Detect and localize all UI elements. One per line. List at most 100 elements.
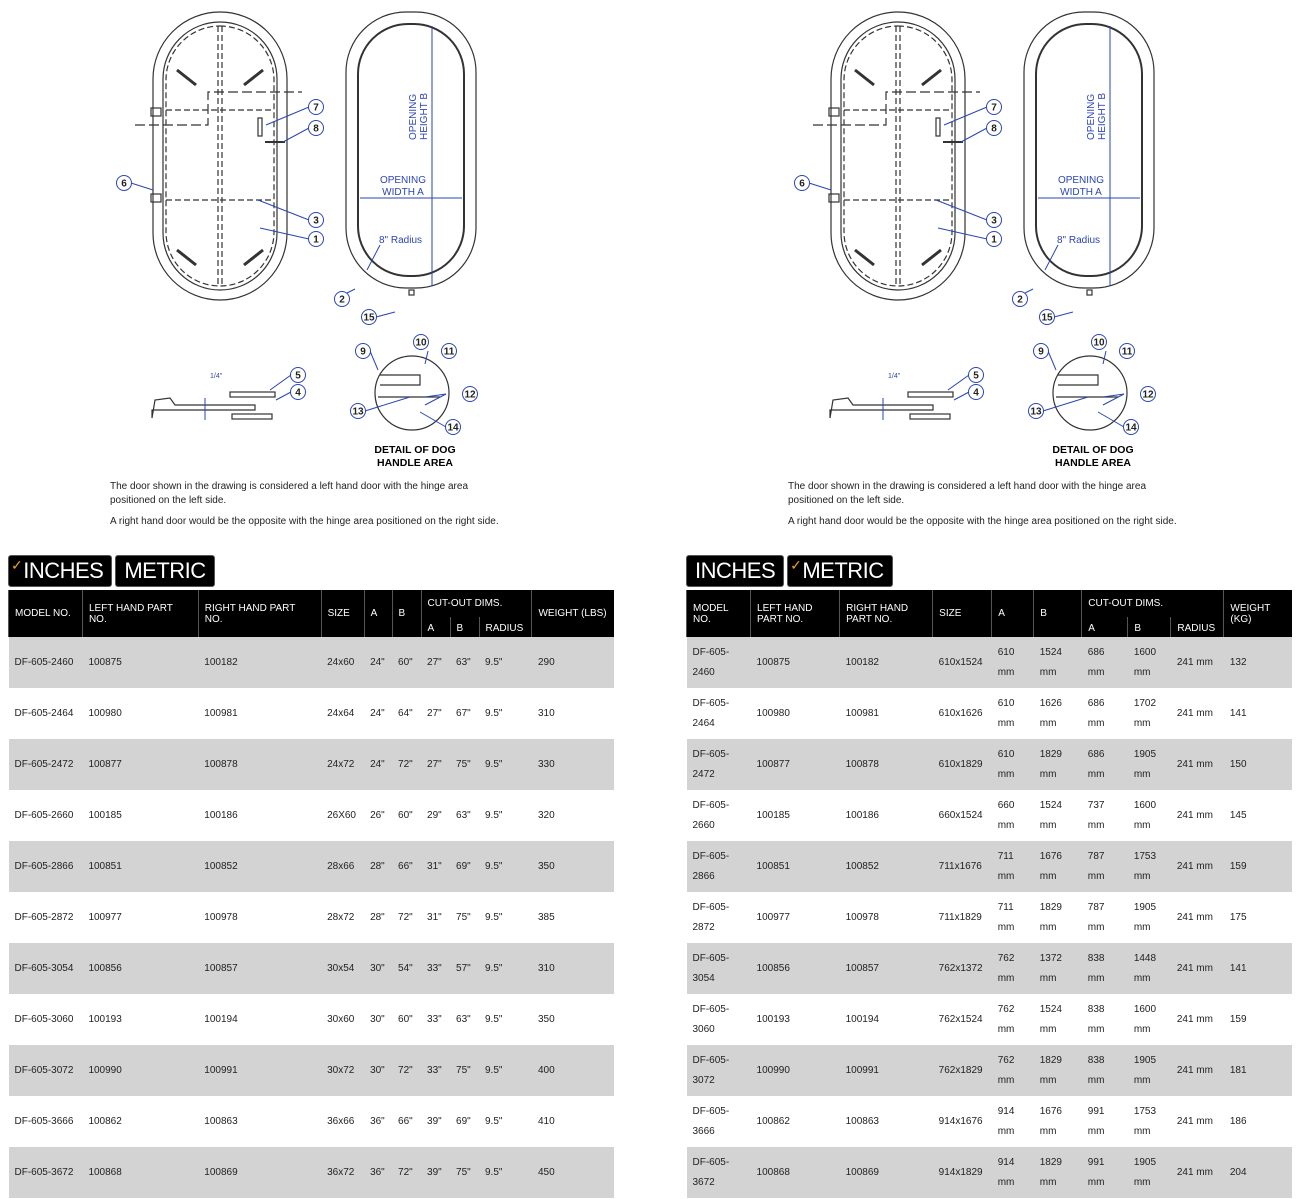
- svg-text:9: 9: [360, 347, 366, 358]
- cell: 610x1524: [932, 637, 992, 688]
- cell: 100977: [82, 892, 199, 943]
- frame-outline: [345, 11, 477, 289]
- cell: 67": [450, 688, 479, 739]
- cell: 24": [364, 637, 393, 688]
- fraction-label: 1/4": [210, 373, 223, 380]
- cell: 100182: [839, 637, 933, 688]
- svg-text:12: 12: [1142, 390, 1154, 401]
- cell: 290: [531, 637, 614, 688]
- radius-label: 8" Radius: [379, 235, 422, 246]
- cell: 24x64: [321, 688, 365, 739]
- tab-metric[interactable]: METRIC: [115, 555, 215, 587]
- cell: DF-605-3072: [686, 1045, 751, 1096]
- cell: 1524 mm: [1033, 637, 1082, 688]
- cell: 350: [531, 841, 614, 892]
- cell: DF-605-3666: [8, 1096, 83, 1147]
- cell: 914x1676: [932, 1096, 992, 1147]
- cell: 241 mm: [1170, 637, 1224, 688]
- cell: 36": [364, 1147, 393, 1198]
- cell: DF-605-3072: [8, 1045, 83, 1096]
- cell: 27": [421, 739, 451, 790]
- cell: 63": [450, 790, 479, 841]
- cell: 1829 mm: [1033, 1045, 1082, 1096]
- cell: 100868: [82, 1147, 199, 1198]
- tab-label: INCHES: [23, 558, 104, 583]
- cell: 100980: [750, 688, 840, 739]
- cell: 610 mm: [991, 739, 1034, 790]
- cell: 100856: [750, 943, 840, 994]
- cell: 241 mm: [1170, 1147, 1224, 1198]
- cell: 310: [531, 943, 614, 994]
- cell: 330: [531, 739, 614, 790]
- cell: 241 mm: [1170, 841, 1224, 892]
- cell: 29": [421, 790, 451, 841]
- cell: 60": [392, 637, 422, 688]
- cell: 1676 mm: [1033, 841, 1082, 892]
- tab-inches[interactable]: ✓INCHES: [8, 555, 113, 587]
- cell: 31": [421, 841, 451, 892]
- cell: 100877: [750, 739, 840, 790]
- cell: DF-605-2464: [8, 688, 83, 739]
- unit-tabs: INCHES✓METRIC: [686, 555, 893, 587]
- svg-text:4: 4: [295, 388, 301, 399]
- cell: 686 mm: [1081, 637, 1128, 688]
- cell: 100868: [750, 1147, 840, 1198]
- cell: 75": [450, 1147, 479, 1198]
- header-cut-out-dims: CUT-OUT DIMS.: [1081, 590, 1224, 617]
- cell: 100878: [198, 739, 322, 790]
- cell: 72": [392, 1045, 422, 1096]
- cell: 100875: [750, 637, 840, 688]
- cell: 24x60: [321, 637, 365, 688]
- cell: 711 mm: [991, 892, 1034, 943]
- cell: DF-605-2866: [8, 841, 83, 892]
- cell: 1676 mm: [1033, 1096, 1082, 1147]
- svg-text:3: 3: [991, 216, 997, 227]
- tab-metric[interactable]: ✓METRIC: [787, 555, 893, 587]
- metric-dimensions-table: MODEL NO.LEFT HAND PART NO.RIGHT HAND PA…: [685, 590, 1292, 1198]
- cell: 1702 mm: [1127, 688, 1171, 739]
- callout-11: 11: [441, 343, 457, 359]
- callout-4: 4: [290, 384, 306, 400]
- svg-text:6: 6: [799, 179, 805, 190]
- cell: 9.5": [479, 1147, 532, 1198]
- cell: 762x1524: [932, 994, 992, 1045]
- header-a: A: [363, 590, 393, 637]
- cell: 1905 mm: [1127, 1045, 1171, 1096]
- cell: 1753 mm: [1127, 1096, 1171, 1147]
- cell: DF-605-3054: [686, 943, 751, 994]
- cell: 100194: [198, 994, 322, 1045]
- cell: 1905 mm: [1127, 739, 1171, 790]
- svg-text:7: 7: [991, 103, 997, 114]
- cell: 9.5": [479, 1096, 532, 1147]
- callout-15: 15: [1039, 309, 1055, 325]
- cell: 63": [450, 994, 479, 1045]
- notes: The door shown in the drawing is conside…: [110, 480, 530, 529]
- cell: 141: [1223, 943, 1292, 994]
- cell: 100857: [198, 943, 322, 994]
- tab-inches[interactable]: INCHES: [686, 555, 785, 587]
- cell: 72": [392, 1147, 422, 1198]
- cell: 762 mm: [991, 1045, 1034, 1096]
- cell: 75": [450, 1045, 479, 1096]
- note-left-hand: The door shown in the drawing is conside…: [110, 481, 469, 506]
- cell: 1524 mm: [1033, 994, 1082, 1045]
- cell: 66": [392, 1096, 422, 1147]
- cell: DF-605-3666: [686, 1096, 751, 1147]
- cell: 24x72: [321, 739, 365, 790]
- cell: 100852: [198, 841, 322, 892]
- note-left-hand: The door shown in the drawing is conside…: [788, 481, 1147, 506]
- cell: 1372 mm: [1033, 943, 1082, 994]
- cell: 9.5": [479, 1045, 532, 1096]
- cell: 241 mm: [1170, 892, 1224, 943]
- opening-height-label: OPENINGHEIGHT B: [408, 93, 430, 140]
- cell: DF-605-3672: [8, 1147, 83, 1198]
- svg-text:13: 13: [1030, 407, 1042, 418]
